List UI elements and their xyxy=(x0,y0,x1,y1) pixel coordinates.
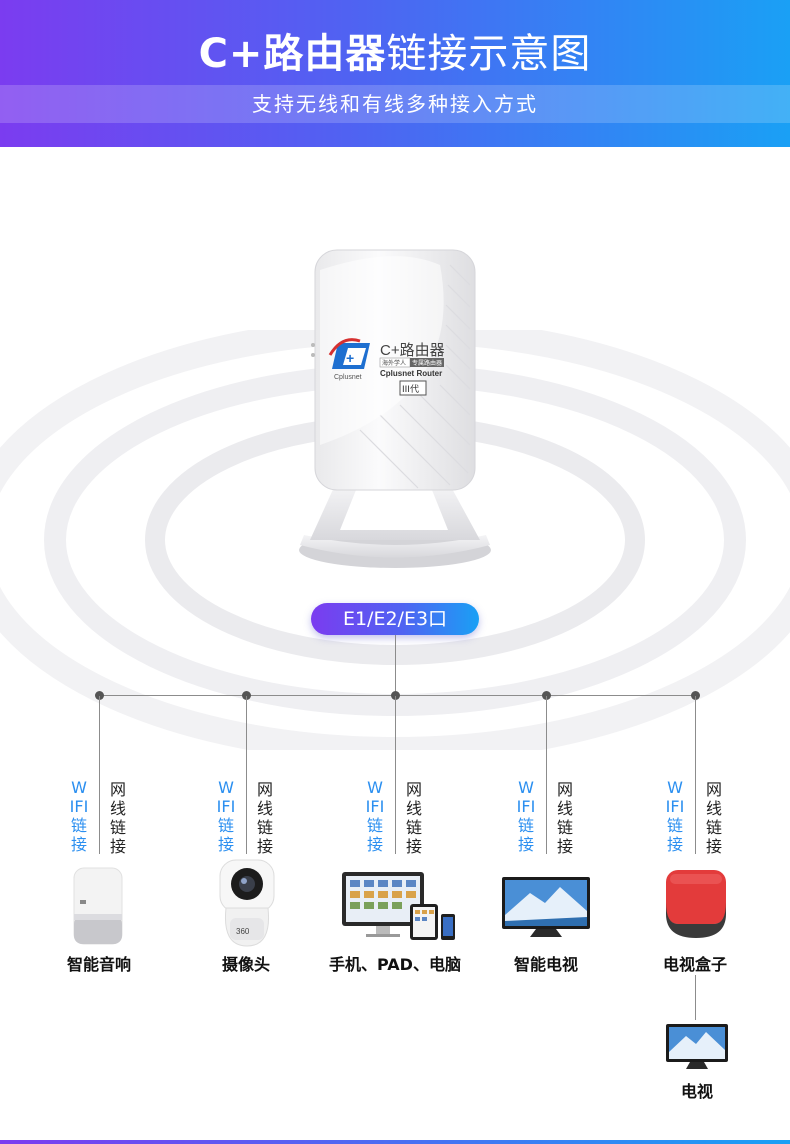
branch-wire xyxy=(546,696,547,854)
device-label: 手机、PAD、电脑 xyxy=(329,955,461,974)
router-brand-en: Cplusnet Router xyxy=(380,369,442,378)
junction-dot xyxy=(391,691,400,700)
wifi-link-label: WIFI链接 xyxy=(69,778,89,854)
wifi-link-label: WIFI链接 xyxy=(516,778,536,854)
device-label: 电视盒子 xyxy=(662,955,727,974)
title-bold: C+路由器 xyxy=(198,31,387,77)
wired-link-label: 网线链接 xyxy=(256,780,273,856)
page-subtitle: 支持无线和有线多种接入方式 xyxy=(252,92,538,116)
router-brand-cn: C+路由器 xyxy=(380,342,445,359)
router-generation: III代 xyxy=(402,384,419,395)
junction-dot xyxy=(542,691,551,700)
devices-icon xyxy=(342,872,455,940)
wifi-link-label: WIFI链接 xyxy=(365,778,385,854)
trunk-wire xyxy=(395,635,396,695)
smart-tv-icon xyxy=(502,877,590,937)
svg-text:+: + xyxy=(346,350,354,366)
router-tag-left: 海外学人 xyxy=(382,359,406,367)
router-tag-right: 专属路由器 xyxy=(412,359,442,367)
tv-icon xyxy=(666,1024,728,1069)
wired-link-label: 网线链接 xyxy=(109,780,126,856)
branch-wire xyxy=(695,696,696,854)
camera-icon: 360 xyxy=(219,859,275,947)
wifi-link-label: WIFI链接 xyxy=(665,778,685,854)
port-label: E1/E2/E3口 xyxy=(311,603,479,635)
svg-text:360: 360 xyxy=(236,927,250,936)
tv-link-wire xyxy=(695,975,696,1020)
branch-wire xyxy=(99,696,100,854)
junction-dot xyxy=(242,691,251,700)
title-rest: 链接示意图 xyxy=(386,31,592,77)
bottom-accent-line xyxy=(0,1140,790,1144)
wired-link-label: 网线链接 xyxy=(405,780,422,856)
wired-link-label: 网线链接 xyxy=(705,780,722,856)
device-label: 智能音响 xyxy=(66,955,131,974)
router-device: + Cplusnet C+路由器 海外学人 专属路由器 Cplusnet Rou… xyxy=(299,249,491,568)
device-label: 智能电视 xyxy=(513,955,578,974)
branch-wire xyxy=(246,696,247,854)
router-logo-text: Cplusnet xyxy=(334,374,362,381)
wired-link-label: 网线链接 xyxy=(556,780,573,856)
tv-label: 电视 xyxy=(680,1082,713,1101)
junction-dot xyxy=(95,691,104,700)
speaker-icon xyxy=(73,867,123,945)
page-title: C+路由器链接示意图 xyxy=(0,30,790,78)
device-label: 摄像头 xyxy=(221,955,270,974)
junction-dot xyxy=(691,691,700,700)
tv-box-icon xyxy=(666,870,726,938)
router-logo-icon: + xyxy=(328,338,370,369)
subtitle-band xyxy=(0,85,790,123)
branch-wire xyxy=(395,696,396,854)
wifi-link-label: WIFI链接 xyxy=(216,778,236,854)
header-banner xyxy=(0,0,790,147)
